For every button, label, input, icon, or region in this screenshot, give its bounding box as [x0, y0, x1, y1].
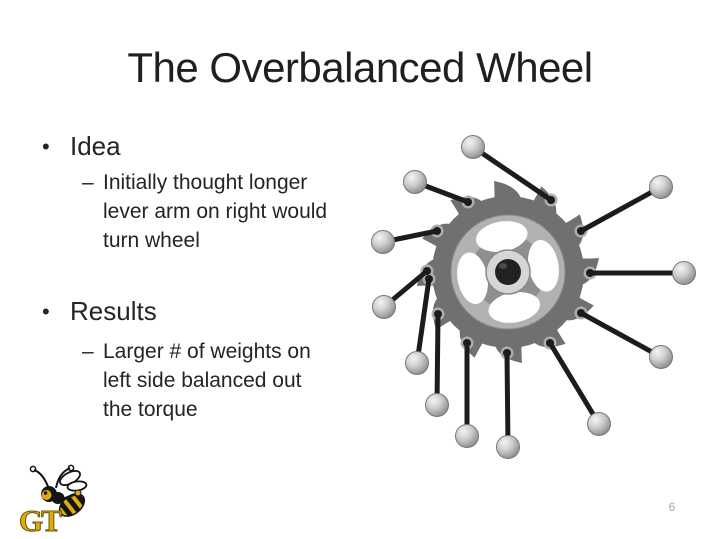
- text-line: the torque: [103, 398, 198, 421]
- weight-balls: [371, 135, 696, 459]
- wheel-cutouts: [457, 221, 559, 323]
- wings: [59, 470, 88, 492]
- rod: [578, 184, 664, 234]
- inner-wheel: [450, 214, 566, 330]
- bullet-idea-label: Idea: [70, 131, 121, 161]
- text-line: lever arm on right would: [103, 200, 328, 223]
- dash-marker: –: [82, 340, 94, 363]
- wheel-hub: [485, 249, 531, 295]
- bullet-results: • Results: [42, 296, 157, 328]
- bullet-results-label: Results: [70, 296, 157, 326]
- rod: [504, 350, 511, 450]
- rod: [547, 340, 602, 427]
- text-line: left side balanced out: [103, 369, 302, 392]
- rod: [578, 310, 664, 360]
- subbullet-results-text: Larger # of weights on left side balance…: [103, 337, 311, 424]
- bullet-marker: •: [42, 299, 50, 324]
- bee-arm: [62, 492, 77, 501]
- bee-fist: [74, 489, 82, 497]
- rod: [434, 311, 441, 408]
- text-line: Larger # of weights on: [103, 340, 311, 363]
- page-number: 6: [668, 500, 676, 514]
- bullet-idea: • Idea: [42, 131, 121, 163]
- gt-buzz-logo: GT: [19, 464, 89, 538]
- dash-marker: –: [82, 171, 94, 194]
- text-line: Initially thought longer: [103, 171, 308, 194]
- rod: [414, 276, 432, 366]
- pendulum-rods: [371, 135, 696, 459]
- subbullet-results: – Larger # of weights on left side balan…: [82, 337, 311, 424]
- gt-letters: GT: [19, 503, 62, 538]
- rod: [470, 144, 554, 203]
- bee-head: [41, 486, 57, 502]
- bullet-marker: •: [42, 134, 50, 159]
- text-line: turn wheel: [103, 229, 200, 252]
- rod-pins: [423, 196, 594, 357]
- subbullet-idea-text: Initially thought longer lever arm on ri…: [103, 168, 327, 255]
- overbalanced-wheel-figure: [371, 135, 696, 459]
- subbullet-idea: – Initially thought longer lever arm on …: [82, 168, 327, 255]
- slide-title: The Overbalanced Wheel: [127, 44, 593, 91]
